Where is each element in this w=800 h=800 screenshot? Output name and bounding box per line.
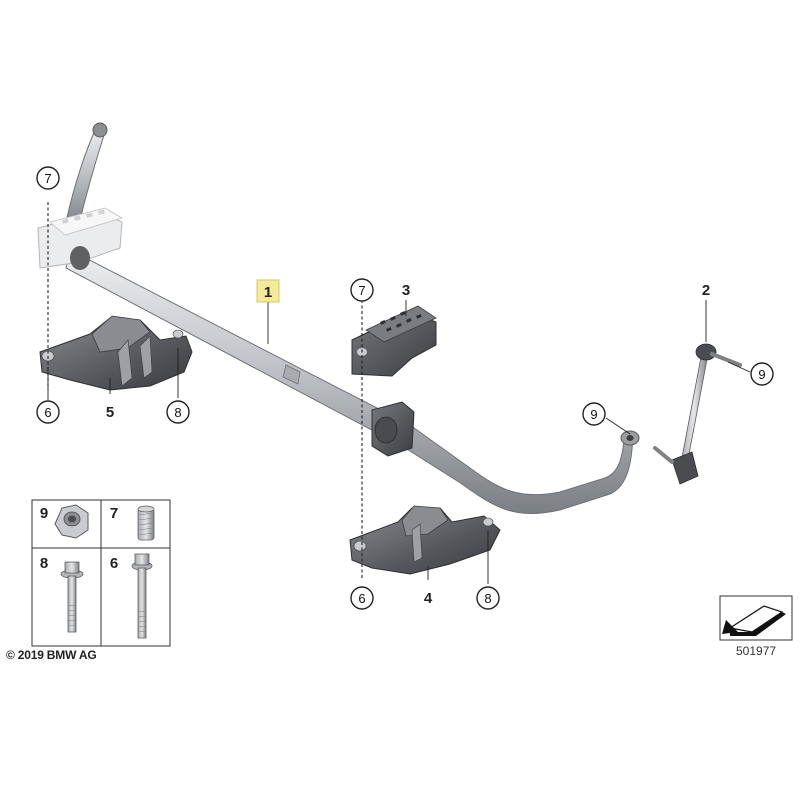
svg-text:9: 9 — [40, 505, 48, 522]
bracket-part-5 — [39, 315, 193, 391]
svg-text:8: 8 — [40, 555, 48, 572]
label-part-4: 4 — [424, 590, 433, 607]
svg-text:6: 6 — [110, 555, 118, 572]
callout-9-middle: 9 — [582, 402, 606, 426]
svg-text:3: 3 — [402, 282, 410, 299]
callout-7-middle: 7 — [350, 278, 374, 302]
svg-text:7: 7 — [44, 171, 51, 186]
svg-text:7: 7 — [358, 283, 365, 298]
stabilizer-bar — [65, 122, 640, 514]
table-cell-6: 6 — [110, 553, 153, 639]
callout-6-middle: 6 — [350, 586, 374, 610]
flange-bolt-icon — [60, 561, 84, 633]
svg-text:8: 8 — [484, 591, 491, 606]
copyright-notice: © 2019 BMW AG — [6, 648, 97, 662]
long-bolt-icon — [131, 553, 153, 639]
label-part-5: 5 — [106, 404, 114, 421]
svg-text:9: 9 — [590, 407, 597, 422]
svg-text:9: 9 — [758, 367, 765, 382]
threaded-sleeve-icon — [137, 505, 155, 541]
diagram-number: 501977 — [736, 644, 777, 658]
callout-8-middle: 8 — [476, 586, 500, 610]
svg-text:6: 6 — [358, 591, 365, 606]
stabilizer-bushing-left — [37, 207, 123, 270]
table-cell-8: 8 — [40, 555, 84, 633]
svg-text:2: 2 — [702, 282, 710, 299]
callout-6-left: 6 — [36, 400, 60, 424]
stabilizer-bushing-right — [371, 401, 415, 457]
hardware-table: 9 7 8 — [31, 499, 171, 647]
callout-9-right: 9 — [750, 362, 774, 386]
svg-text:5: 5 — [106, 404, 114, 421]
svg-text:7: 7 — [110, 505, 118, 522]
svg-text:1: 1 — [264, 284, 272, 301]
label-part-2: 2 — [702, 282, 710, 299]
svg-text:6: 6 — [44, 405, 51, 420]
svg-text:8: 8 — [174, 405, 181, 420]
direction-arrow-icon — [719, 595, 793, 641]
leader-lines — [47, 202, 751, 584]
rubber-mount-part-3 — [351, 305, 437, 377]
svg-text:4: 4 — [424, 590, 433, 607]
table-cell-9: 9 — [40, 504, 89, 539]
table-cell-7: 7 — [110, 505, 155, 541]
label-part-3: 3 — [402, 282, 410, 299]
label-part-1-highlighted: 1 — [256, 279, 280, 303]
callout-7-left: 7 — [36, 166, 60, 190]
link-rod-part-2 — [653, 343, 742, 485]
bracket-part-4 — [349, 505, 501, 575]
hex-nut-icon — [54, 504, 89, 539]
callout-8-left: 8 — [166, 400, 190, 424]
